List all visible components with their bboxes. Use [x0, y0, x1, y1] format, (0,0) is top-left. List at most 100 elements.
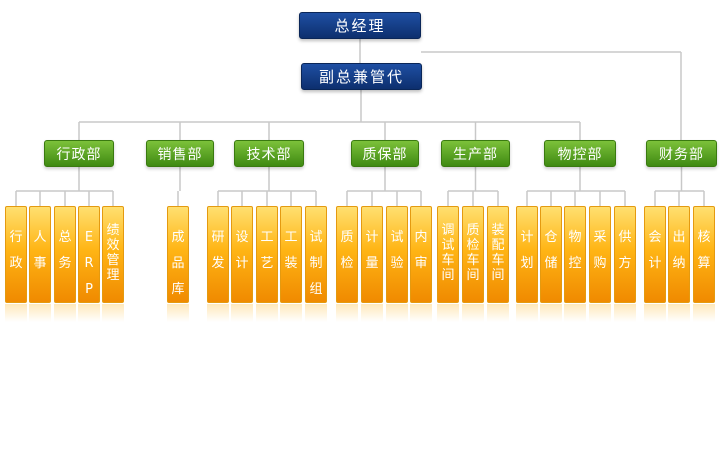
- unit-char: 试: [390, 230, 404, 245]
- unit-reflection: [305, 304, 327, 322]
- unit-char: 购: [593, 256, 607, 271]
- unit-char: 内: [414, 230, 428, 245]
- department-box: 行政部: [44, 140, 114, 167]
- unit-char: 行: [9, 230, 23, 245]
- unit-box: 核算: [693, 206, 715, 303]
- unit-char: 艺: [260, 256, 274, 271]
- unit-box: 采购: [589, 206, 611, 303]
- unit-char: 间: [441, 268, 455, 283]
- unit-reflection: [167, 304, 189, 322]
- unit-char: 设: [235, 230, 249, 245]
- unit-char: 划: [520, 256, 534, 271]
- unit-box: 出纳: [668, 206, 690, 303]
- unit-reflection: [487, 304, 509, 322]
- unit-char: E: [84, 230, 94, 245]
- unit-char: 验: [390, 256, 404, 271]
- unit-char: 研: [211, 230, 225, 245]
- unit-box: 调试车间: [437, 206, 459, 303]
- unit-char: 间: [491, 268, 505, 283]
- unit-box: 试制组: [305, 206, 327, 303]
- unit-reflection: [668, 304, 690, 322]
- unit-char: 理: [106, 268, 120, 283]
- department-box: 财务部: [646, 140, 717, 167]
- unit-reflection: [589, 304, 611, 322]
- unit-char: 物: [568, 230, 582, 245]
- unit-char: 审: [414, 256, 428, 271]
- unit-char: 工: [284, 230, 298, 245]
- unit-box: 物控: [564, 206, 586, 303]
- unit-reflection: [644, 304, 666, 322]
- unit-box: 人事: [29, 206, 51, 303]
- unit-box: 成品库: [167, 206, 189, 303]
- unit-char: 成: [171, 230, 185, 245]
- unit-box: 工艺: [256, 206, 278, 303]
- unit-char: 检: [340, 256, 354, 271]
- department-box: 质保部: [351, 140, 419, 167]
- unit-char: 检: [466, 238, 480, 253]
- unit-char: 管: [106, 253, 120, 268]
- unit-char: 质: [466, 223, 480, 238]
- unit-reflection: [410, 304, 432, 322]
- unit-box: 试验: [386, 206, 408, 303]
- unit-char: 供: [618, 230, 632, 245]
- unit-char: 发: [211, 256, 225, 271]
- unit-char: 车: [441, 253, 455, 268]
- unit-reflection: [29, 304, 51, 322]
- unit-char: 试: [309, 230, 323, 245]
- unit-char: 量: [365, 256, 379, 271]
- unit-box: 供方: [614, 206, 636, 303]
- unit-reflection: [54, 304, 76, 322]
- unit-char: 人: [33, 230, 47, 245]
- deputy-gm-box: 副总兼管代: [301, 63, 422, 90]
- unit-reflection: [540, 304, 562, 322]
- unit-box: 行政: [5, 206, 27, 303]
- unit-char: 车: [491, 253, 505, 268]
- unit-box: 总务: [54, 206, 76, 303]
- unit-reflection: [256, 304, 278, 322]
- unit-reflection: [102, 304, 124, 322]
- unit-char: 采: [593, 230, 607, 245]
- unit-char: 政: [9, 256, 23, 271]
- unit-reflection: [361, 304, 383, 322]
- unit-box: 工装: [280, 206, 302, 303]
- department-box: 生产部: [441, 140, 510, 167]
- unit-char: 装: [491, 223, 505, 238]
- unit-reflection: [693, 304, 715, 322]
- unit-reflection: [564, 304, 586, 322]
- unit-char: 制: [309, 256, 323, 271]
- unit-reflection: [207, 304, 229, 322]
- unit-box: 质检: [336, 206, 358, 303]
- unit-char: 计: [648, 256, 662, 271]
- unit-char: 仓: [544, 230, 558, 245]
- unit-char: P: [85, 282, 93, 297]
- unit-box: 内审: [410, 206, 432, 303]
- unit-reflection: [437, 304, 459, 322]
- unit-reflection: [5, 304, 27, 322]
- unit-reflection: [386, 304, 408, 322]
- unit-char: 装: [284, 256, 298, 271]
- unit-char: R: [84, 256, 94, 271]
- unit-reflection: [516, 304, 538, 322]
- unit-box: 研发: [207, 206, 229, 303]
- unit-char: 总: [58, 230, 72, 245]
- unit-char: 务: [58, 256, 72, 271]
- unit-box: 装配车间: [487, 206, 509, 303]
- unit-reflection: [78, 304, 100, 322]
- unit-char: 效: [106, 238, 120, 253]
- unit-char: 绩: [106, 223, 120, 238]
- unit-char: 库: [171, 282, 185, 297]
- unit-char: 控: [568, 256, 582, 271]
- department-box: 物控部: [544, 140, 616, 167]
- unit-char: 核: [697, 230, 711, 245]
- unit-char: 出: [672, 230, 686, 245]
- unit-char: 计: [365, 230, 379, 245]
- unit-box: 仓储: [540, 206, 562, 303]
- unit-char: 会: [648, 230, 662, 245]
- department-box: 销售部: [146, 140, 214, 167]
- unit-box: 设计: [231, 206, 253, 303]
- unit-char: 车: [466, 253, 480, 268]
- unit-char: 调: [441, 223, 455, 238]
